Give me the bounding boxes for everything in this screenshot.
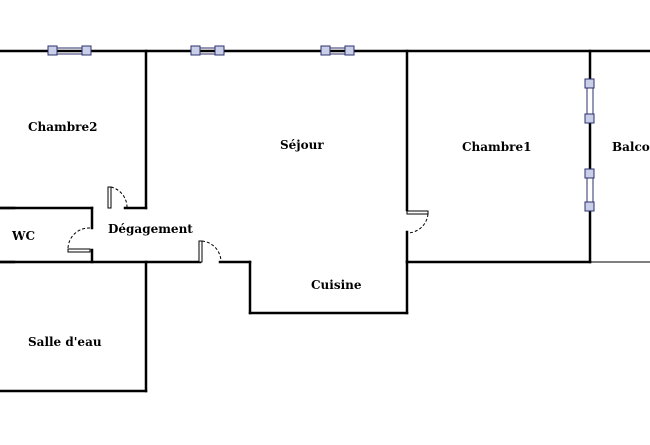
room-label-chambre2: Chambre2 (28, 120, 97, 134)
room-label-chambre1: Chambre1 (462, 140, 531, 154)
room-label-wc: WC (11, 229, 35, 243)
window-balcony-upper (584, 78, 595, 124)
window-balcony-lower (584, 168, 595, 212)
interior-walls (0, 49, 650, 393)
door-wc (67, 227, 91, 253)
room-label-sejour: Séjour (280, 138, 324, 152)
room-label-degagement: Dégagement (108, 222, 193, 236)
room-label-salle-deau: Salle d'eau (28, 335, 102, 349)
door-chambre1 (406, 210, 429, 234)
door-salle-deau (198, 240, 222, 263)
room-label-cuisine: Cuisine (311, 278, 362, 292)
window-top-left (47, 45, 92, 56)
room-label-balcon: Balcon (612, 140, 650, 154)
door-chambre2 (107, 186, 128, 209)
window-top-middle (190, 45, 225, 56)
window-top-right (320, 45, 355, 56)
